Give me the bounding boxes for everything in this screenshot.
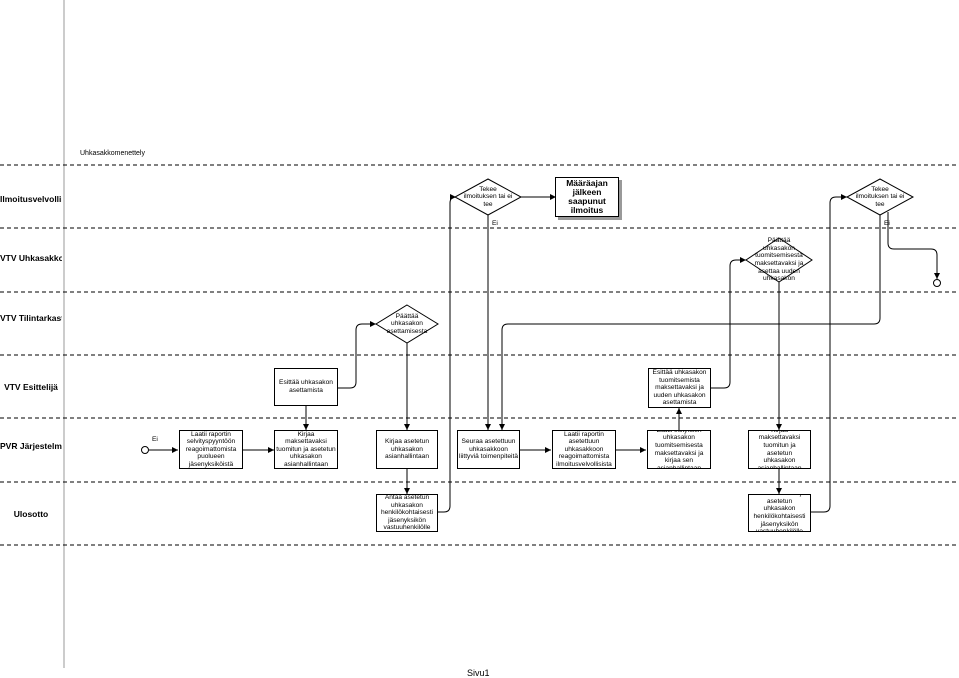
node-tekee-ilmoituksen-2: Tekee ilmoituksen tai ei tee — [855, 185, 905, 208]
node-paattaa-asettamisesta: Päättää uhkasakon asettamisesta — [386, 312, 428, 335]
lane-label-esittelija: VTV Esittelijä — [4, 382, 58, 392]
lane-label-ulosotto: Ulosotto — [13, 509, 49, 519]
start-node — [141, 446, 149, 454]
node-kirjaa-asetetun: Kirjaa asetetun uhkasakon asianhallintaa… — [376, 430, 438, 469]
lane-label-ilmoitusvelvollinen: Ilmoitusvelvollinen — [0, 194, 62, 204]
node-laatii-esityksen: Laatii esityksen uhkasakon tuomitsemises… — [647, 430, 711, 469]
node-laatii-raportin-2: Laatii raportin asetettuun uhkasakkoon r… — [552, 430, 616, 469]
node-laatii-raportin-1: Laatii raportin selvityspyyntöön reagoim… — [179, 430, 243, 469]
node-kirjaa-maksettavaksi-2: Kirjaa maksettavaksi tuomitun ja asetetu… — [748, 430, 811, 469]
node-seuraa: Seuraa asetettuun uhkasakkoon liittyviä … — [457, 430, 520, 469]
label-ei-2: Ei — [884, 220, 890, 227]
lane-label-uhkasakkolautakunta: VTV Uhkasakkolautakunta — [0, 253, 62, 263]
node-paattaa-tuomitsemisesta: Päättää uhkasakon tuomitsemisesta makset… — [754, 237, 804, 283]
node-esittaa-tuomitsemista: Esittää uhkasakon tuomitsemista maksetta… — [648, 368, 711, 408]
node-kirjaa-maksettavaksi-1: Kirjaa maksettavaksi tuomitun ja asetetu… — [274, 430, 338, 469]
node-antaa-tuomitun: Antaa tuomitun ja asetetun uhkasakon hen… — [748, 494, 811, 532]
start-label: Ei — [152, 436, 158, 443]
lane-label-pvr-jarjestelma: PVR Järjestelmä — [0, 441, 62, 451]
node-tekee-ilmoituksen-1: Tekee ilmoituksen tai ei tee — [463, 185, 513, 208]
connectors — [149, 194, 940, 513]
page-label: Sivu1 — [467, 668, 490, 678]
end-node — [933, 279, 941, 287]
lane-separators — [0, 164, 959, 546]
label-ei-1: Ei — [492, 220, 498, 227]
node-maaraajan-jalkeen: Määräajan jälkeen saapunut ilmoitus — [555, 177, 619, 217]
node-esittaa-asettamista: Esittää uhkasakon asettamista — [274, 368, 338, 406]
node-antaa-asetetun: Antaa asetetun uhkasakon henkilökohtaise… — [376, 494, 438, 532]
lane-label-tilintarkastuksen-paallikko: VTV Tilintarkastuksen päällikkö — [0, 313, 62, 323]
diagram-title: Uhkasakkomenettely — [80, 150, 145, 157]
